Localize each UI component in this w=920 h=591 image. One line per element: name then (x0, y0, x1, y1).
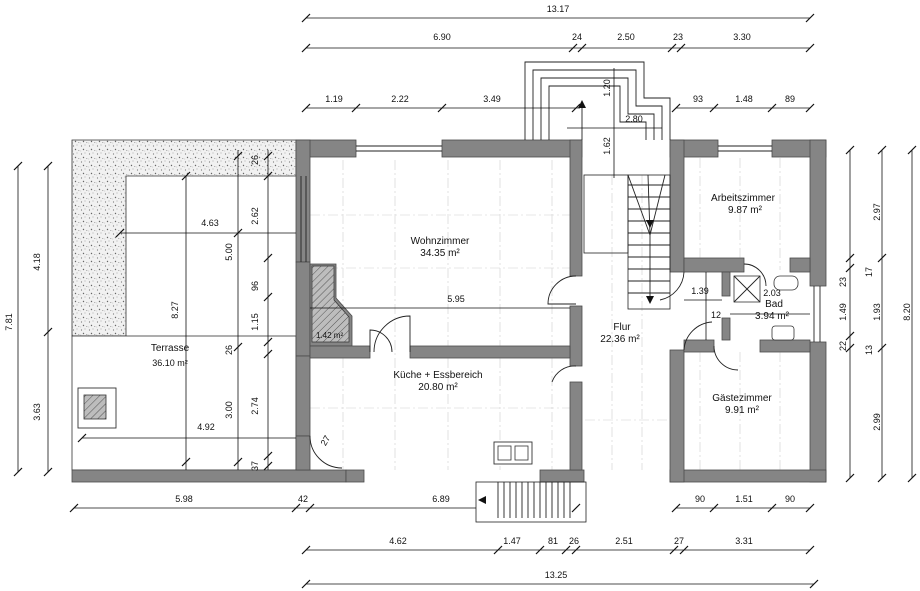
room-area-flur: 22.36 m² (600, 334, 640, 345)
dim-right-1: 1.93 (872, 303, 882, 321)
dim-ter-7: 26 (224, 345, 234, 355)
dim-bath-0: 1.39 (691, 286, 709, 296)
dim-bath-2: 12 (711, 310, 721, 320)
gravel-bed (71, 139, 297, 337)
dim-right-s4: 13 (864, 345, 874, 355)
dim-right-s3: 22 (838, 341, 848, 351)
dim-top-r2-0: 6.90 (433, 32, 451, 42)
dim-bot-r2-1: 1.47 (503, 536, 521, 546)
dim-ter-11: 37 (250, 461, 260, 471)
dim-bot-r1-4: 1.51 (735, 494, 753, 504)
dimension-lines (13, 13, 917, 589)
dim-bot-r2-5: 27 (674, 536, 684, 546)
dim-right-s1: 17 (864, 267, 874, 277)
dim-bot-r1-2: 6.89 (432, 494, 450, 504)
dim-top-r3-2: 3.49 (483, 94, 501, 104)
dim-ter-6: 1.15 (250, 313, 260, 331)
dim-stair-2: 1.62 (602, 137, 612, 155)
dim-top-r3-0: 1.19 (325, 94, 343, 104)
kitchen-sink (493, 441, 533, 465)
dim-bot-r2-0: 4.62 (389, 536, 407, 546)
dim-top-r3-1: 2.22 (391, 94, 409, 104)
dim-kitchen: 27 (319, 434, 333, 448)
dim-left-overall: 7.81 (4, 313, 14, 331)
dim-bot-r2-2: 81 (548, 536, 558, 546)
room-name-kueche: Küche + Essbereich (393, 370, 482, 381)
dim-ter-8: 3.00 (224, 401, 234, 419)
grill-icon (83, 394, 107, 420)
floor-grid (310, 158, 781, 472)
dim-top-r3-4: 1.48 (735, 94, 753, 104)
dim-top-r2-2: 2.50 (617, 32, 635, 42)
dim-left-0: 4.18 (32, 253, 42, 271)
dim-bot-r2-4: 2.51 (615, 536, 633, 546)
dim-right-0: 2.97 (872, 203, 882, 221)
dimension-text: 13.17 6.90 24 2.50 23 3.30 1.19 2.22 3.4… (4, 4, 912, 580)
dim-right-2: 2.99 (872, 413, 882, 431)
dim-left-1: 3.63 (32, 403, 42, 421)
outdoor-steps-bottom (475, 481, 587, 523)
dim-living: 5.95 (447, 294, 465, 304)
kamin-area: 1.42 m² (316, 331, 343, 340)
dim-right-overall: 8.20 (902, 303, 912, 321)
bath-fixtures (733, 275, 799, 341)
dim-ter-5: 96 (250, 281, 260, 291)
dim-stair-1: 2.80 (625, 114, 643, 124)
dim-bot-r2-3: 26 (569, 536, 579, 546)
windows (300, 145, 821, 342)
dim-ter-2: 2.62 (250, 207, 260, 225)
room-area-wohnzimmer: 34.35 m² (420, 248, 460, 259)
dim-bot-r2-6: 3.31 (735, 536, 753, 546)
dim-bot-r1-0: 5.98 (175, 494, 193, 504)
room-area-arbeitszimmer: 9.87 m² (728, 205, 763, 216)
room-area-terrasse: 36.10 m² (152, 358, 188, 368)
doors (309, 263, 767, 469)
room-area-bad: 3.94 m² (755, 311, 790, 322)
room-area-gaestezimmer: 9.91 m² (725, 405, 760, 416)
dim-bot-r1-1: 42 (298, 494, 308, 504)
dim-top-overall: 13.17 (547, 4, 570, 14)
dim-bot-r1-3: 90 (695, 494, 705, 504)
dim-right-s0: 23 (838, 277, 848, 287)
dim-bot-r1-5: 90 (785, 494, 795, 504)
dim-top-r2-4: 3.30 (733, 32, 751, 42)
dim-top-r3-5: 89 (785, 94, 795, 104)
walls (71, 139, 827, 483)
room-name-terrasse: Terrasse (151, 343, 190, 354)
outdoor-steps-top (524, 61, 671, 140)
dim-bot-overall: 13.25 (545, 570, 568, 580)
dim-top-r3-3: 93 (693, 94, 703, 104)
room-name-gaestezimmer: Gästezimmer (712, 393, 772, 404)
room-name-flur: Flur (613, 322, 631, 333)
dim-ter-4: 8.27 (170, 301, 180, 319)
dim-ter-10: 4.92 (197, 422, 215, 432)
dim-stair-0: 1.20 (602, 79, 612, 97)
dim-ter-1: 4.63 (201, 218, 219, 228)
room-name-wohnzimmer: Wohnzimmer (411, 236, 470, 247)
terrace (71, 139, 297, 471)
room-labels: Wohnzimmer 34.35 m² Küche + Essbereich 2… (151, 193, 790, 416)
dim-top-r2-3: 23 (673, 32, 683, 42)
room-name-bad: Bad (765, 299, 783, 310)
dim-bath-1: 2.03 (763, 288, 781, 298)
dim-right-s2: 1.49 (838, 303, 848, 321)
room-name-arbeitszimmer: Arbeitszimmer (711, 193, 776, 204)
dim-ter-9: 2.74 (250, 397, 260, 415)
washbasin-icon (771, 325, 795, 341)
dim-top-r2-1: 24 (572, 32, 582, 42)
dim-ter-3: 5.00 (224, 243, 234, 261)
toilet-icon (773, 275, 799, 291)
room-area-kueche: 20.80 m² (418, 382, 458, 393)
dim-ter-0: 26 (250, 155, 260, 165)
staircase (583, 174, 671, 310)
